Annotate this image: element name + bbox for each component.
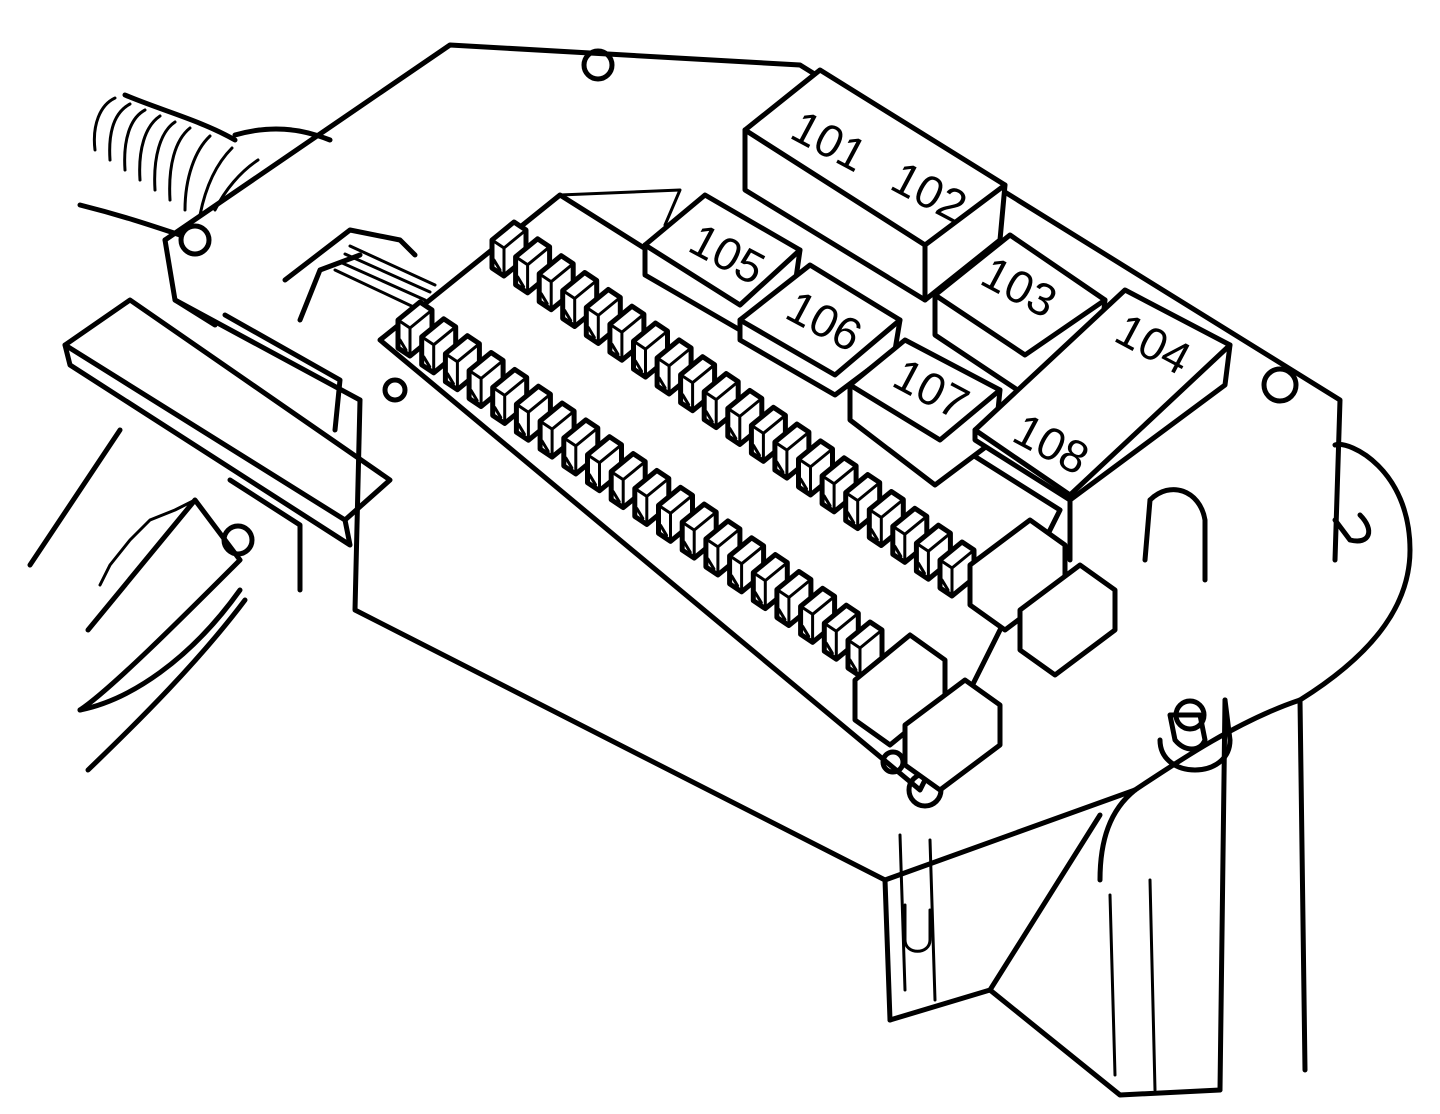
fuse-box-housing [162, 42, 1413, 1098]
mounting-bracket [27, 297, 393, 773]
fuse-row-upper [489, 219, 977, 599]
spare-blocks [852, 517, 1118, 793]
relay-104-108-block [972, 287, 1233, 563]
relay-107-block [847, 337, 1003, 488]
fuse-row-lower [395, 299, 885, 679]
connector-block [222, 227, 437, 433]
